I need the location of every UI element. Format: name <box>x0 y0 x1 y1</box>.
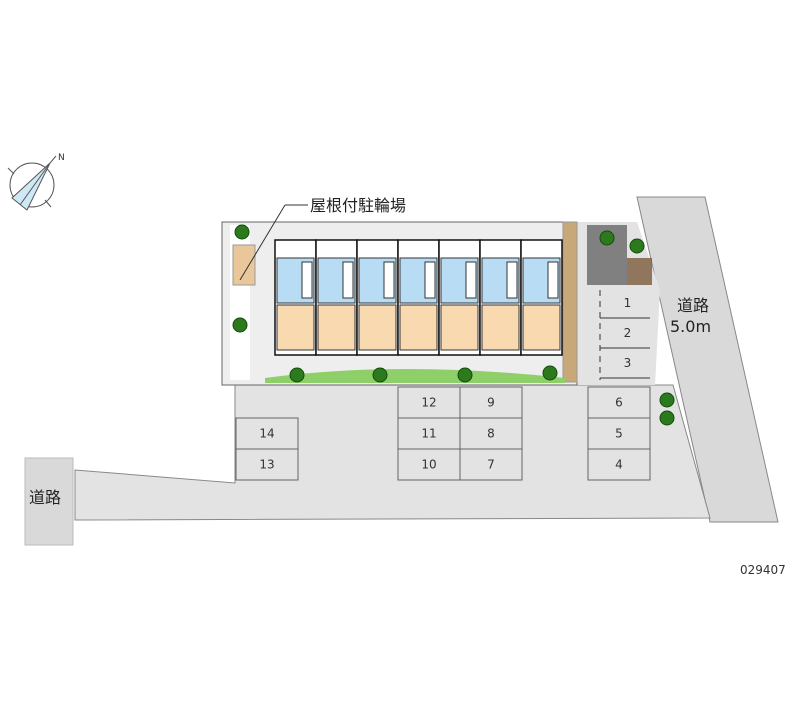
parking-space: 14 <box>235 417 299 450</box>
road-right-label: 道路 <box>677 296 709 315</box>
tree-icon <box>232 317 248 333</box>
bicycle-parking-label: 屋根付駐輪場 <box>310 196 406 215</box>
parking-space-number: 4 <box>615 458 623 472</box>
parking-space-number: 13 <box>259 458 274 472</box>
parking-space-number: 3 <box>624 356 632 370</box>
parking-space: 10 <box>397 448 461 481</box>
parking-space: 9 <box>459 386 523 419</box>
parking-space-number: 7 <box>487 458 495 472</box>
road-right-width: 5.0m <box>670 317 711 336</box>
road-right <box>636 196 779 523</box>
parking-space: 7 <box>459 448 523 481</box>
tree-icon <box>289 367 305 383</box>
parking-space-number: 6 <box>615 396 623 410</box>
apartment-unit <box>438 239 481 356</box>
parking-space: 8 <box>459 417 523 450</box>
parking-space-number: 1 <box>624 296 632 310</box>
parking-space: 11 <box>397 417 461 450</box>
tree-icon <box>659 410 675 426</box>
parking-space-number: 2 <box>624 326 632 340</box>
parking-space: 2 <box>600 326 650 349</box>
parking-space-number: 12 <box>421 396 436 410</box>
parking-space: 12 <box>397 386 461 419</box>
apartment-unit <box>356 239 399 356</box>
road-left <box>24 457 74 546</box>
apartment-unit <box>397 239 440 356</box>
parking-space-number: 8 <box>487 427 495 441</box>
road-left-label: 道路 <box>29 488 61 507</box>
apartment-unit <box>479 239 522 356</box>
parking-space-number: 14 <box>259 427 274 441</box>
tree-icon <box>457 367 473 383</box>
apartment-unit <box>520 239 563 356</box>
parking-space: 5 <box>587 417 651 450</box>
property-code: 029407 <box>740 563 786 577</box>
parking-space: 6 <box>587 386 651 419</box>
north-label: N <box>58 153 65 163</box>
tree-icon <box>599 230 615 246</box>
parking-space: 1 <box>600 296 650 319</box>
parking-space: 3 <box>600 356 650 379</box>
paving-strip <box>562 221 578 383</box>
tree-icon <box>234 224 250 240</box>
parking-space-number: 11 <box>421 427 436 441</box>
apartment-unit <box>315 239 358 356</box>
bicycle-parking-area <box>232 244 256 286</box>
tree-icon <box>542 365 558 381</box>
tree-icon <box>659 392 675 408</box>
parking-space-number: 10 <box>421 458 436 472</box>
tree-icon <box>372 367 388 383</box>
north-compass-icon: N <box>7 153 65 211</box>
parking-space-number: 5 <box>615 427 623 441</box>
parking-space: 4 <box>587 448 651 481</box>
parking-lot <box>74 384 711 521</box>
tree-icon <box>629 238 645 254</box>
apartment-unit <box>274 239 317 356</box>
parking-space: 13 <box>235 448 299 481</box>
parking-space-number: 9 <box>487 396 495 410</box>
